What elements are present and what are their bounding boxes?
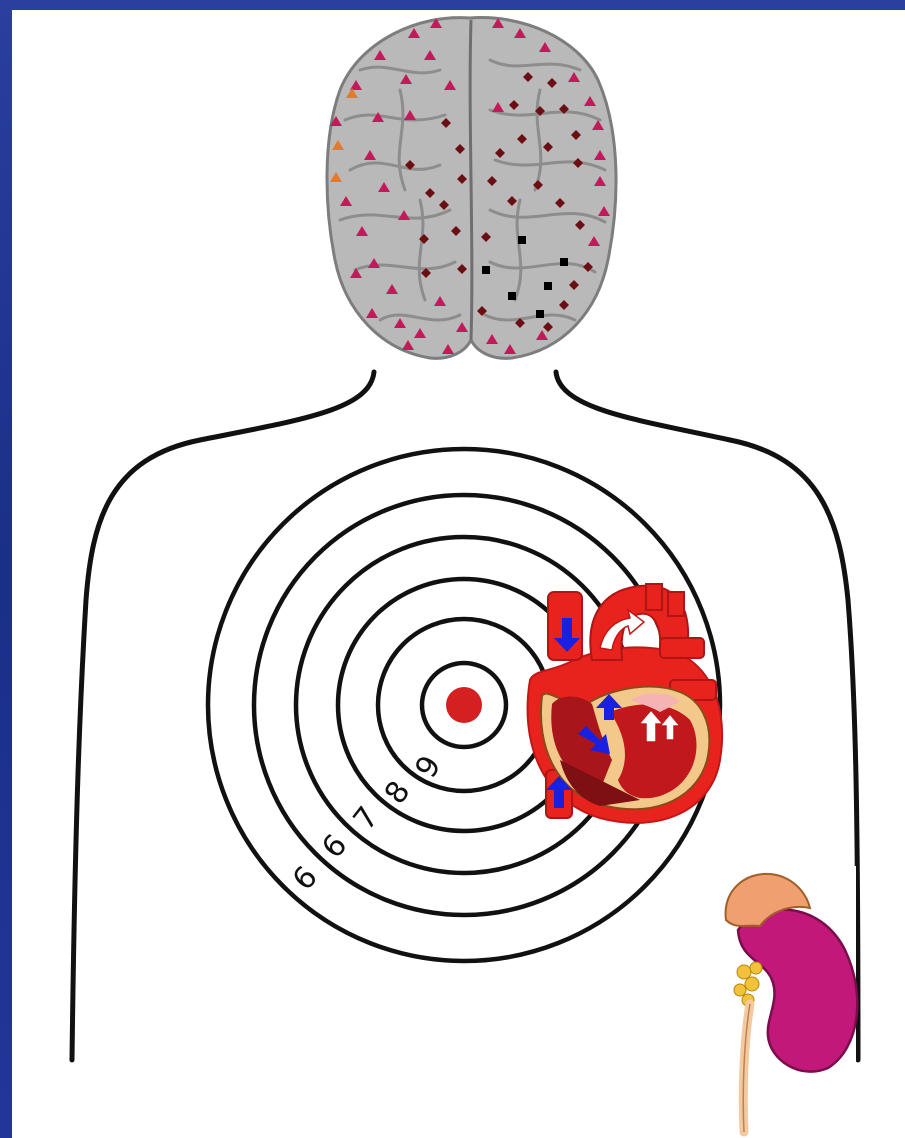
ring-label-8: 8: [378, 775, 418, 811]
heart-anatomy-icon: [528, 584, 723, 823]
ring-label-9: 9: [409, 750, 449, 784]
brain-eeg-icon: [327, 18, 616, 359]
kidney-adrenal-icon: [722, 866, 857, 1138]
bullseye-dot: [446, 687, 482, 723]
